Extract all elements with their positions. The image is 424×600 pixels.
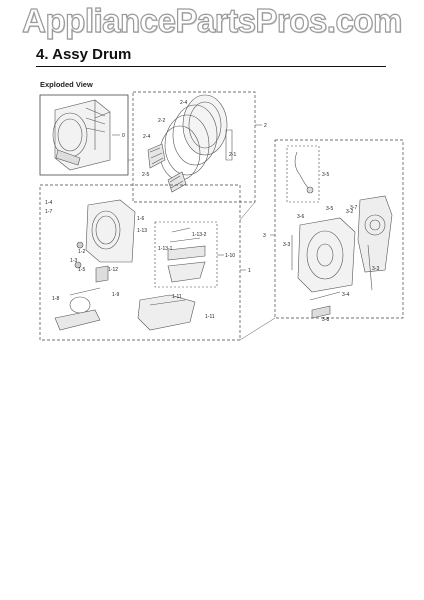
drum-parts-box: 2-4 2-2 2-4 2-5 2-1 bbox=[132, 91, 256, 203]
section-title: 4. Assy Drum bbox=[36, 46, 132, 63]
lint-tray-illustration bbox=[137, 294, 196, 331]
part-label-2-2: 2-2 bbox=[158, 118, 165, 124]
part-label-1: 1 bbox=[248, 268, 251, 274]
assembled-drum-illustration bbox=[52, 99, 111, 171]
part-label-3: 3 bbox=[263, 233, 266, 239]
part-label-1-9: 1-9 bbox=[112, 292, 119, 298]
part-label-2-4: 2-4 bbox=[143, 134, 150, 140]
part-label-1-8: 1-8 bbox=[52, 296, 59, 302]
part-label-1-4: 1-4 bbox=[45, 200, 52, 206]
part-label-3-3-left: 3-3 bbox=[283, 242, 290, 248]
drum-illustration bbox=[147, 94, 233, 193]
rear-assy-box: 3-5 3-5 3-6 3-2 3-7 3-3 3-3 3-4 3-8 bbox=[274, 139, 404, 323]
connector-lines bbox=[128, 159, 276, 341]
part-label-1-7: 1-7 bbox=[45, 209, 52, 215]
part-label-2: 2 bbox=[264, 123, 267, 129]
part-label-3-7: 3-7 bbox=[350, 205, 357, 211]
filter-parts-illustration bbox=[167, 227, 206, 283]
front-panel-illustration bbox=[54, 199, 136, 331]
part-label-1-5: 1-5 bbox=[78, 267, 85, 273]
part-label-0: 0 bbox=[122, 133, 125, 139]
part-label-1-2: 1-2 bbox=[78, 249, 85, 255]
part-label-3-5-top: 3-5 bbox=[322, 172, 329, 178]
assembled-drum-box: 0 bbox=[39, 94, 129, 176]
part-label-3-2: 3-2 bbox=[346, 209, 353, 215]
view-label: Exploded View bbox=[40, 80, 93, 89]
part-label-1-6: 1-6 bbox=[137, 216, 144, 222]
part-label-3-3: 3-3 bbox=[372, 266, 379, 272]
part-label-3-5: 3-5 bbox=[326, 206, 333, 212]
part-label-1-13: 1-13 bbox=[137, 228, 147, 234]
part-label-3-8: 3-8 bbox=[322, 317, 329, 323]
part-label-1-3: 1-3 bbox=[70, 258, 77, 264]
part-label-1-13-2: 1-13-2 bbox=[192, 232, 207, 238]
rear-panel-illustration bbox=[291, 195, 393, 319]
part-label-2-4-top: 2-4 bbox=[180, 100, 187, 106]
front-assy-box: 1-4 1-7 1-6 1-13 1-2 1-3 1-5 1-12 1-9 1-… bbox=[39, 184, 241, 341]
part-label-1-12: 1-12 bbox=[108, 267, 118, 273]
part-label-1-13-1: 1-13-1 bbox=[158, 246, 173, 252]
part-label-3-6: 3-6 bbox=[297, 214, 304, 220]
part-label-2-1: 2-1 bbox=[229, 152, 236, 158]
sensor-harness-illustration bbox=[294, 151, 314, 194]
part-label-1-10: 1-10 bbox=[225, 253, 235, 259]
part-label-1-11-top: 1-11 bbox=[172, 294, 182, 300]
part-label-1-11: 1-11 bbox=[205, 314, 215, 320]
part-label-2-5: 2-5 bbox=[142, 172, 149, 178]
part-label-3-4: 3-4 bbox=[342, 292, 349, 298]
title-rule bbox=[36, 66, 386, 67]
